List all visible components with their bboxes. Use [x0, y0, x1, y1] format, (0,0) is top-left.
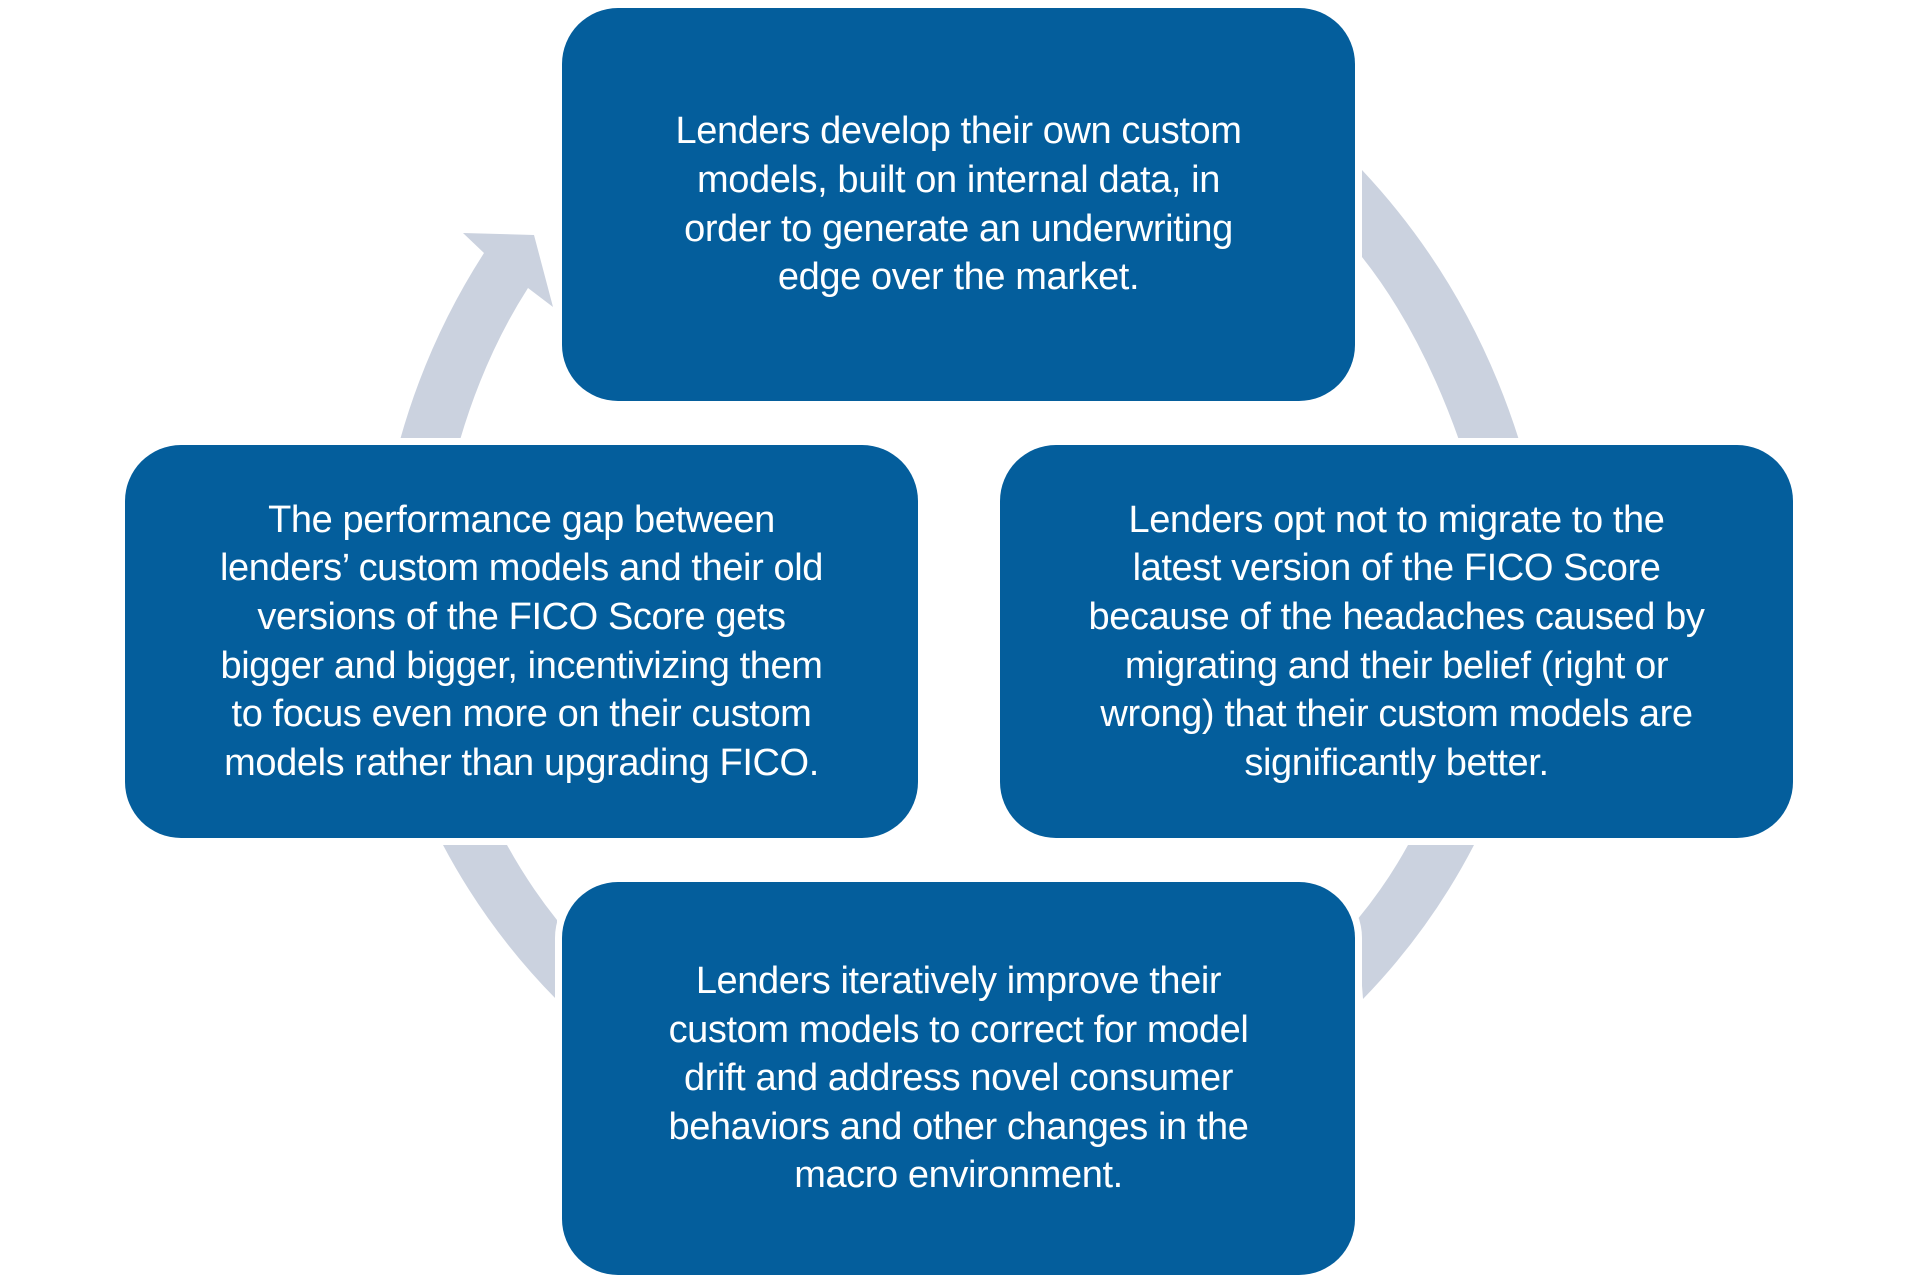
- cycle-step-bottom: Lenders iteratively improve their custom…: [562, 882, 1355, 1275]
- step-text-line: lenders’ custom models and their old: [219, 547, 824, 590]
- step-text-line: models, built on internal data, in: [697, 158, 1220, 201]
- step-text-line: latest version of the FICO Score: [1132, 547, 1661, 590]
- step-text-line: custom models to correct for model: [668, 1008, 1249, 1051]
- step-text-line: bigger and bigger, incentivizing them: [220, 644, 823, 687]
- cycle-arc-lower-right: [1357, 845, 1474, 999]
- step-text-line: because of the headaches caused by: [1088, 595, 1705, 638]
- cycle-step-top: Lenders develop their own custom models,…: [562, 8, 1355, 401]
- step-text-line: macro environment.: [794, 1154, 1123, 1197]
- step-text-line: migrating and their belief (right or: [1124, 644, 1669, 687]
- step-text-line: Lenders develop their own custom: [675, 110, 1242, 153]
- cycle-arc-upper-right: [1362, 170, 1519, 440]
- cycle-arrow-upper-left: [400, 233, 553, 440]
- step-text-line: Lenders opt not to migrate to the: [1128, 498, 1665, 541]
- step-text-line: The performance gap between: [268, 498, 775, 541]
- step-text-line: wrong) that their custom models are: [1100, 693, 1693, 736]
- step-text-line: significantly better.: [1244, 741, 1549, 784]
- step-text-line: Lenders iteratively improve their: [695, 960, 1222, 1003]
- step-text-line: behaviors and other changes in the: [668, 1105, 1249, 1148]
- step-text-line: models rather than upgrading FICO.: [224, 741, 819, 784]
- step-text-line: edge over the market.: [777, 256, 1140, 299]
- cycle-step-left: The performance gap between lenders’ cus…: [125, 445, 918, 838]
- step-text-line: drift and address novel consumer: [683, 1057, 1234, 1100]
- step-text-line: order to generate an underwriting: [684, 207, 1233, 250]
- cycle-step-right: Lenders opt not to migrate to the latest…: [1000, 445, 1793, 838]
- cycle-arc-lower-left: [443, 845, 557, 999]
- step-text-line: versions of the FICO Score gets: [257, 595, 786, 638]
- step-text-line: to focus even more on their custom: [231, 693, 812, 736]
